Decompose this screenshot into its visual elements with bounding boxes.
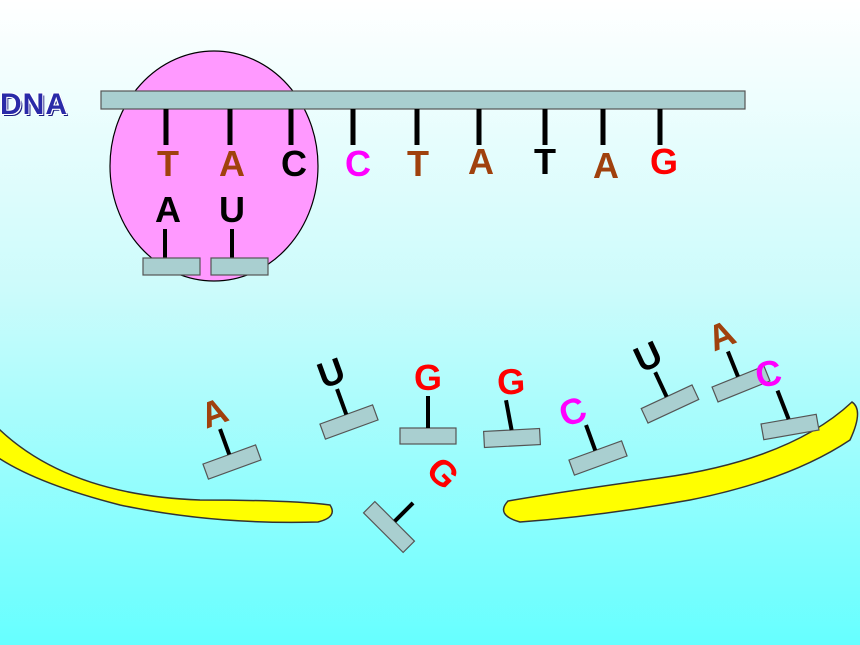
free-nucleotide: G: [362, 449, 468, 554]
free-nucleotide: C: [553, 388, 628, 476]
dna-base-stems: [163, 109, 663, 145]
nucleotide-base: C: [553, 388, 591, 435]
free-nucleotide: U: [627, 332, 700, 424]
dna-base: A: [219, 143, 245, 184]
free-nucleotide: U: [312, 349, 379, 440]
dna-base: A: [593, 145, 619, 186]
rna-base: U: [219, 189, 245, 230]
dna-base: C: [281, 143, 307, 184]
rna-base: A: [155, 189, 181, 230]
nuclear-membrane-left: [0, 428, 333, 524]
dna-base: T: [534, 141, 556, 182]
free-nucleotide: C: [752, 351, 820, 441]
nucleotide-base: A: [702, 311, 741, 359]
free-nucleotide: G: [399, 357, 457, 445]
dna-label: DNA: [0, 88, 68, 121]
nucleotide-base: G: [496, 360, 526, 402]
nucleotide-base: U: [627, 332, 668, 380]
nucleotide-base: G: [414, 357, 442, 398]
nuclear-membrane-right: [502, 401, 859, 523]
dna-base: A: [468, 141, 494, 182]
paired-rna-stems: [163, 229, 234, 258]
nucleotide-base: U: [312, 349, 350, 396]
dna-base: G: [650, 141, 678, 182]
paired-rna-bases: A U: [155, 189, 245, 230]
dna-base: T: [157, 143, 179, 184]
paired-rna-backbones: [142, 257, 269, 276]
dna-base: C: [345, 143, 371, 184]
nucleotide-base: A: [195, 389, 233, 436]
dna-base: T: [407, 143, 429, 184]
nucleotide-base: G: [419, 449, 468, 498]
dna-backbone: [100, 90, 746, 110]
dna-template-bases: T A C C T A T A G: [157, 141, 678, 186]
free-nucleotide: A: [195, 389, 262, 480]
free-nucleotide: G: [482, 360, 542, 449]
nucleotide-base: C: [752, 351, 785, 396]
